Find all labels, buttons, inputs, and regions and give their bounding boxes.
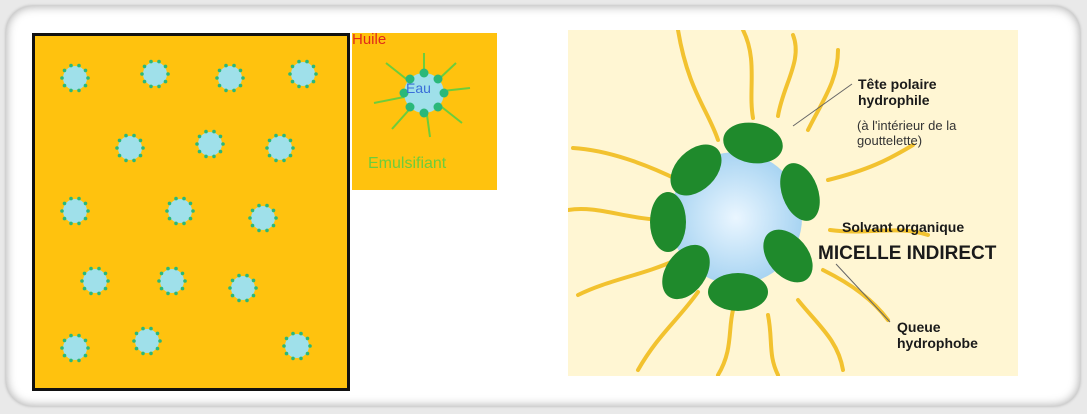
oil-droplet bbox=[132, 327, 162, 355]
oil-droplet bbox=[60, 197, 90, 225]
oil-droplet bbox=[157, 267, 187, 295]
oil-droplet bbox=[195, 130, 225, 158]
emulsifier-label: Emulsifiant bbox=[368, 155, 446, 173]
water-label: Eau bbox=[406, 80, 431, 96]
oil-droplet bbox=[80, 267, 110, 295]
oil-droplet bbox=[60, 334, 90, 362]
oil-droplet bbox=[248, 204, 278, 232]
oil-droplet bbox=[228, 274, 258, 302]
oil-label: Huile bbox=[352, 31, 386, 48]
tail-label: Queue hydrophobe bbox=[897, 319, 1007, 351]
oil-droplet bbox=[165, 197, 195, 225]
micelle-title: MICELLE INDIRECT bbox=[818, 243, 996, 265]
oil-droplet bbox=[288, 60, 318, 88]
oil-droplet bbox=[115, 134, 145, 162]
solvent-label: Solvant organique bbox=[842, 219, 964, 235]
oil-droplet bbox=[282, 332, 312, 360]
oil-droplet bbox=[140, 60, 170, 88]
emulsion-panel bbox=[32, 33, 350, 391]
emulsion-droplets bbox=[35, 36, 347, 388]
head-sublabel: (à l'intérieur de la gouttelette) bbox=[857, 118, 997, 148]
head-label: Tête polaire hydrophile bbox=[858, 76, 988, 108]
oil-droplet bbox=[265, 134, 295, 162]
oil-droplet bbox=[215, 64, 245, 92]
oil-droplet bbox=[60, 64, 90, 92]
